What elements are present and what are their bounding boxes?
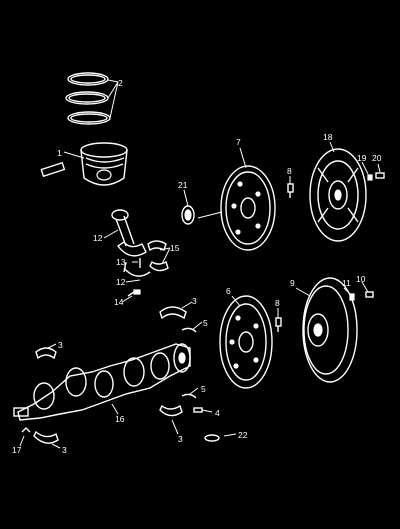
drive-plate-bolt <box>365 291 374 298</box>
main-bearing-upper-right <box>159 306 187 320</box>
callout-3-lower-right: 3 <box>178 434 183 444</box>
clutch-bolt <box>375 172 385 179</box>
drive-plate <box>302 277 358 383</box>
main-bearing-lower-right <box>159 404 183 417</box>
callout-13: 13 <box>116 257 126 267</box>
callout-10: 10 <box>356 274 366 284</box>
main-bearing-lower-left <box>33 430 59 444</box>
rod-bolt <box>127 289 141 297</box>
rear-seal <box>204 434 220 442</box>
thrust-washer-upper <box>181 327 197 333</box>
crank-key <box>193 407 203 413</box>
callout-5-lower: 5 <box>201 384 206 394</box>
flywheel-bolt-upper <box>287 183 294 198</box>
callout-16: 16 <box>115 414 125 424</box>
callout-19: 19 <box>357 153 367 163</box>
callout-labels: 2 1 7 18 19 20 8 21 12 15 13 12 9 6 11 1… <box>12 78 382 455</box>
callout-1: 1 <box>57 148 62 158</box>
callout-6: 6 <box>226 286 231 296</box>
callout-17: 17 <box>12 445 22 455</box>
crank-pin <box>21 427 31 433</box>
main-bearing-upper-left <box>35 347 57 360</box>
callout-3-upper-left: 3 <box>58 340 63 350</box>
flywheel-bolt-lower <box>275 317 282 332</box>
callout-5-upper: 5 <box>203 318 208 328</box>
callout-9: 9 <box>290 278 295 288</box>
callout-7: 7 <box>236 137 241 147</box>
callout-12-cap: 12 <box>116 277 126 287</box>
callout-12-rod: 12 <box>93 233 103 243</box>
piston-rings <box>65 72 111 125</box>
piston <box>80 142 128 186</box>
piston-pin <box>40 161 66 178</box>
connecting-rod <box>111 209 147 273</box>
callout-11: 11 <box>342 278 351 288</box>
callout-4: 4 <box>215 408 220 418</box>
callout-8-upper: 8 <box>287 166 292 176</box>
callout-3-lower-left: 3 <box>62 445 67 455</box>
callout-2: 2 <box>118 78 123 88</box>
callout-14: 14 <box>114 297 124 307</box>
callout-21: 21 <box>178 180 188 190</box>
pilot-seal <box>181 205 195 225</box>
callout-18: 18 <box>323 132 333 142</box>
callout-3-upper-right: 3 <box>192 296 197 306</box>
clutch-washer <box>367 174 373 181</box>
callout-20: 20 <box>372 153 382 163</box>
thrust-washer-lower <box>181 393 197 399</box>
drive-plate-washer <box>349 293 355 301</box>
clutch-disc <box>309 148 367 242</box>
rod-bearing-shells <box>147 240 169 272</box>
callout-15: 15 <box>170 243 180 253</box>
flywheel-lower <box>219 295 273 389</box>
callout-8-lower: 8 <box>275 298 280 308</box>
rod-cap <box>123 267 151 277</box>
callout-22: 22 <box>238 430 248 440</box>
leader-lines <box>19 79 381 449</box>
flexplate-upper <box>220 165 276 251</box>
crankshaft <box>13 343 191 421</box>
